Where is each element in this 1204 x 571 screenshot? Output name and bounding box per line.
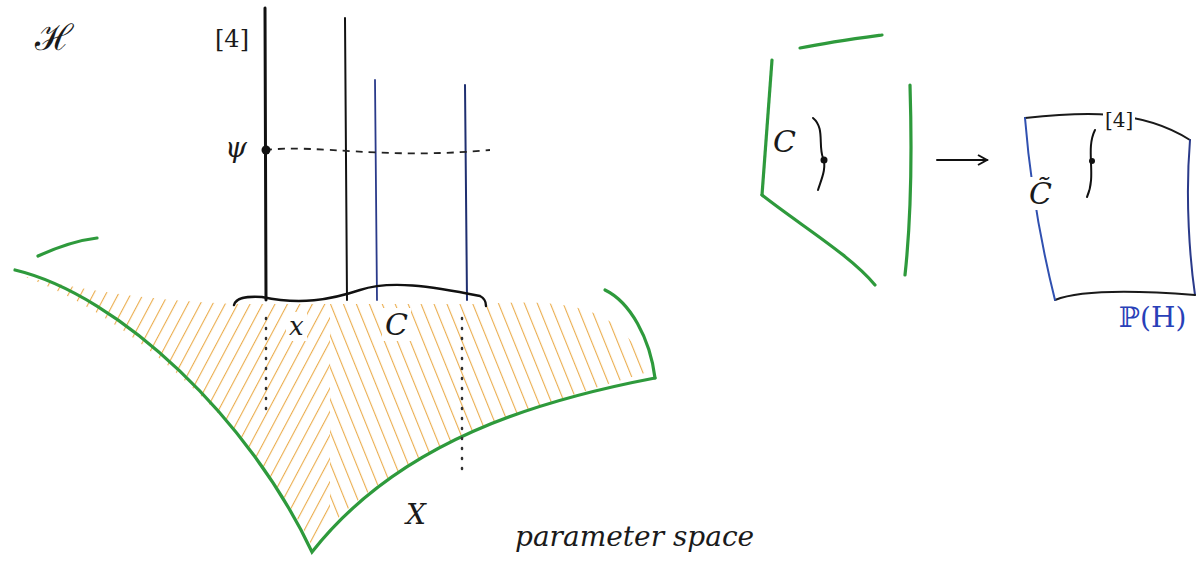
section-point — [262, 146, 271, 155]
curve-label: C — [771, 125, 798, 158]
curve — [234, 285, 486, 306]
patch-outline — [755, 30, 915, 292]
outline-stroke — [905, 85, 911, 275]
outline-stroke — [800, 35, 882, 48]
surface-patch: C — [755, 30, 915, 292]
outline-stroke — [1087, 130, 1095, 197]
space-label: X — [403, 500, 429, 531]
point-symbol: ψ — [222, 133, 250, 164]
outline-stroke — [1025, 118, 1055, 300]
fibre-label: [4] — [1103, 109, 1135, 131]
projective-patch: C̃ [4] ℙ(H) — [1005, 95, 1200, 345]
projection-dots — [266, 318, 462, 478]
curve-label: C — [382, 308, 411, 341]
image-curve-label: C̃ — [1027, 177, 1054, 210]
outline-stroke — [1055, 292, 1195, 300]
point-dot — [1089, 158, 1095, 164]
outline-stroke — [813, 118, 824, 190]
outline-stroke — [762, 195, 875, 285]
point-label: x — [286, 312, 307, 341]
space-symbol: ℋ — [32, 18, 76, 58]
outline-stroke — [1188, 140, 1195, 295]
space-caption: parameter space — [512, 522, 757, 553]
parameter-space-border — [15, 238, 655, 552]
section-dashed — [265, 149, 490, 154]
parameter-space-hatching — [22, 276, 648, 546]
fibre-label: [4] — [212, 26, 252, 52]
map-arrow — [937, 159, 987, 161]
point-dot — [821, 157, 828, 164]
space-label: ℙ(H) — [1117, 303, 1188, 334]
